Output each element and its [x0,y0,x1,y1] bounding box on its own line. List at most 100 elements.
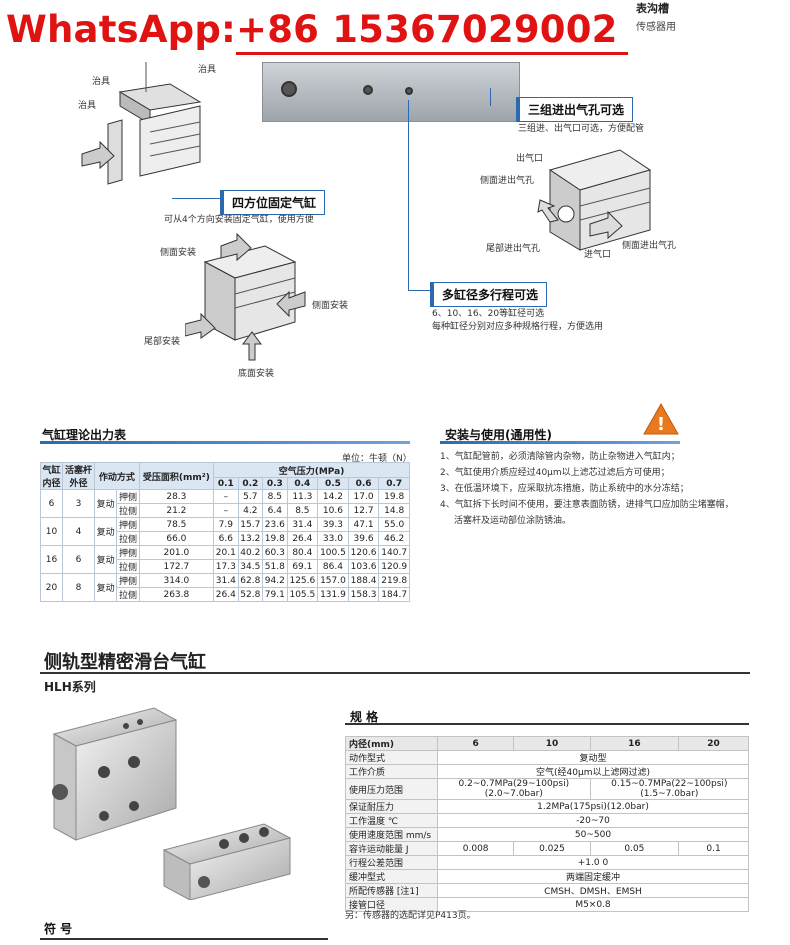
cell-force: 12.7 [347,503,380,518]
cell-area: 21.2 [138,503,215,518]
callout-line [408,290,430,291]
cell-area: 263.8 [138,587,215,602]
cell-force: 6.6 [213,531,239,546]
cell-rod: 8 [62,573,95,602]
label-fixture-right: 治具 [198,65,217,75]
cell-force: 62.8 [237,573,264,588]
spec-value: 0.15~0.7MPa(22~100psi)(1.5~7.0bar) [589,778,750,800]
spec-footnote: 另：传感器的选配详见P413页。 [345,911,476,921]
spec-key: 工作介质 [345,764,438,779]
cell-force: 184.7 [378,587,410,602]
port-hole-icon [405,87,413,95]
label-side-port-2: 侧面进出气孔 [622,241,677,251]
install-item: 3、在低温环境下，应采取抗冻措施，防止系统中的水分冻结； [440,484,689,494]
note-multi-bore-2: 每种缸径分别对应多种规格行程，方便选用 [432,322,604,332]
spec-value: 0.008 [436,841,515,856]
cell-action: 复动 [93,517,118,546]
spec-key: 所配传感器 [注1] [345,883,438,898]
spec-header-16: 16 [589,736,680,751]
cell-force: 17.3 [213,559,239,574]
cell-force: 7.9 [213,517,239,532]
cell-force: 4.2 [237,503,264,518]
callout-three-ports: 三组进出气孔可选 [516,97,634,122]
header-pressure-value: 0.5 [317,477,349,490]
label-rear-port: 尾部进出气孔 [486,244,541,254]
cell-force: 86.4 [317,559,349,574]
section-divider [40,938,328,940]
product-series: HLH系列 [44,680,96,694]
header-pressure: 空气压力(MPa) [213,461,410,479]
header-bore: 气缸内径 [40,462,63,490]
install-item: 活塞杆及运动部位涂防锈油。 [454,516,572,526]
spec-key: 工作温度 ℃ [345,813,438,828]
cell-force: 46.2 [378,531,410,546]
cell-force: 40.2 [237,545,264,560]
cell-force: 60.3 [262,545,288,560]
top-right-caption: 表沟槽 [636,2,669,15]
cell-force: 94.2 [262,573,288,588]
cell-force: 39.3 [317,517,349,532]
cell-force: 13.2 [237,531,264,546]
spec-row: 行程公差范围+1.0 0 [345,855,749,870]
cell-force: 19.8 [378,489,410,504]
cell-side: 押侧 [116,545,140,560]
cell-side: 拉侧 [116,587,140,602]
label-side-port: 侧面进出气孔 [480,176,535,186]
header-rod: 活塞杆外径 [62,462,95,490]
spec-key: 缓冲型式 [345,869,438,884]
fixture-diagram [81,62,202,185]
cell-force: 14.8 [378,503,410,518]
cell-force: 34.5 [237,559,264,574]
spec-value: 两端固定缓冲 [437,869,749,884]
spec-header-bore: 内径(mm) [345,736,438,751]
cell-force: 20.1 [213,545,239,560]
spec-key: 使用速度范围 mm/s [345,827,438,842]
cell-force: 120.9 [378,559,410,574]
install-item: 1、气缸配管前，必须清除管内杂物，防止杂物进入气缸内； [440,452,680,462]
cell-force: 103.6 [347,559,380,574]
spec-row: 工作介质空气(经40μm以上滤网过滤) [345,764,749,779]
cell-force: 19.8 [262,531,288,546]
cell-force: 125.6 [286,573,319,588]
cell-force: 8.5 [286,503,319,518]
cell-force: – [213,503,239,518]
spec-header-6: 6 [436,736,515,751]
callout-multi-bore: 多缸径多行程可选 [430,282,548,307]
header-pressure-value: 0.4 [286,477,319,490]
cell-force: 47.1 [347,517,380,532]
cell-rod: 6 [62,545,95,574]
cell-force: 23.6 [262,517,288,532]
spec-value: 复动型 [437,750,749,765]
spec-key: 行程公差范围 [345,855,438,870]
header-area: 受压面积(mm²) [138,462,215,490]
section-divider [345,723,749,725]
spec-value: 0.05 [589,841,680,856]
label-side-install-2: 侧面安装 [312,301,349,311]
install-item: 4、气缸拆下长时间不使用，要注意表面防锈，进排气口应加防尘堵塞帽， [440,500,734,510]
cell-area: 172.7 [138,559,215,574]
header-pressure-value: 0.6 [347,477,380,490]
cell-bore: 10 [40,517,63,546]
callout-four-dir: 四方位固定气缸 [220,190,326,215]
cell-side: 押侧 [116,517,140,532]
spec-value: M5×0.8 [437,897,749,912]
cell-area: 78.5 [138,517,215,532]
mounting-diagram [185,232,306,361]
cell-force: 11.3 [286,489,319,504]
cell-area: 201.0 [138,545,215,560]
cell-force: 26.4 [286,531,319,546]
install-list: 1、气缸配管前，必须清除管内杂物，防止杂物进入气缸内； 2、气缸使用介质应经过4… [440,449,734,529]
header-pressure-value: 0.3 [262,477,288,490]
spec-table: 内径(mm) 6 10 16 20 动作型式复动型工作介质空气(经40μm以上滤… [345,736,750,912]
force-table-title: 气缸理论出力表 [42,428,127,442]
cell-force: 8.5 [262,489,288,504]
callout-line [172,198,220,199]
cylinder-top-illustration [262,62,520,122]
